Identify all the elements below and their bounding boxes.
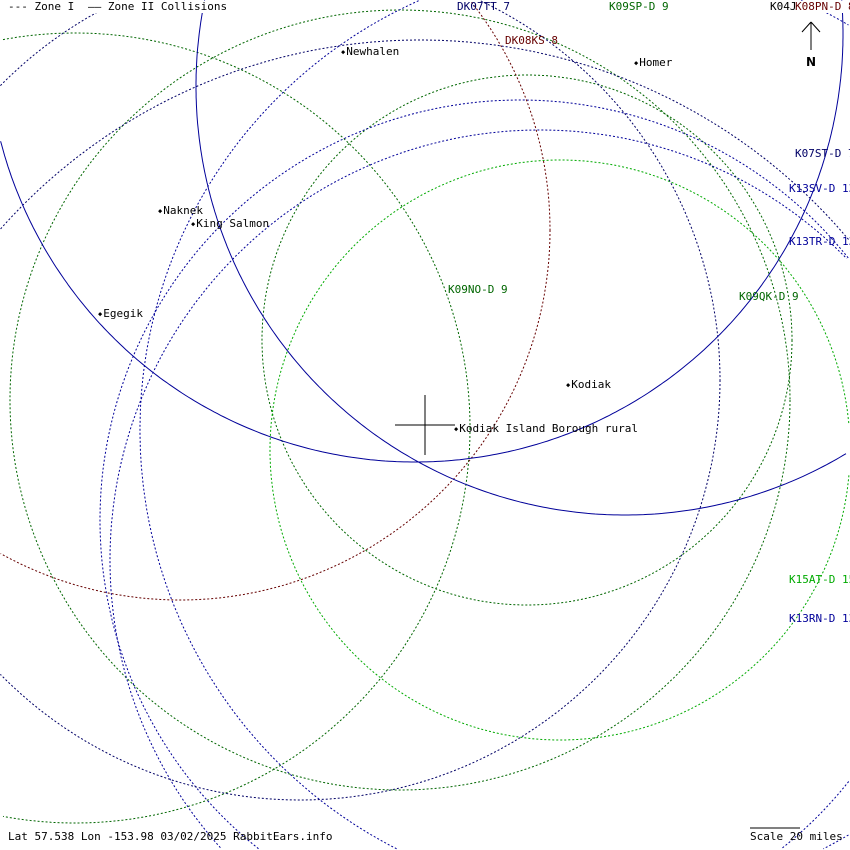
station-label[interactable]: K15AT-D 15 xyxy=(789,573,850,586)
station-label[interactable]: K13TR-D 13 xyxy=(789,235,850,248)
station-label[interactable]: K13SV-D 13 xyxy=(789,182,850,195)
station-label[interactable]: K09QK-D 9 xyxy=(739,290,799,303)
contour-k09no xyxy=(2,32,471,824)
footer-info: Lat 57.538 Lon -153.98 03/02/2025 Rabbit… xyxy=(8,830,333,843)
station-label[interactable]: DK08KS 8 xyxy=(505,34,558,47)
station-label[interactable]: K08PN-D 8 xyxy=(795,1,850,13)
contour-k09sp xyxy=(9,9,791,791)
scale-label: Scale 20 miles xyxy=(750,830,843,843)
north-label: N xyxy=(806,55,817,69)
town-label: Egegik xyxy=(98,308,143,320)
town-label: Kodiak xyxy=(566,379,611,391)
contour-dk07tt xyxy=(0,0,721,801)
town-label: Newhalen xyxy=(341,46,399,58)
station-label[interactable]: K07ST-D 7 xyxy=(795,147,850,160)
contour-k13tr xyxy=(99,99,850,850)
contour-k15at xyxy=(269,159,850,741)
collision-circle-b xyxy=(0,0,844,463)
contour-k09qk xyxy=(261,74,793,606)
town-label: Homer xyxy=(634,57,672,69)
station-label[interactable]: DK07TT 7 xyxy=(457,0,510,13)
legend-zone1: --- Zone I xyxy=(8,0,75,13)
station-label[interactable]: K04J xyxy=(770,0,797,13)
station-label[interactable]: K09SP-D 9 xyxy=(609,0,669,13)
station-label[interactable]: K13RN-D 13 xyxy=(789,612,850,625)
town-label: Kodiak Island Borough rural xyxy=(454,423,638,435)
contour-k13rn xyxy=(109,129,848,849)
north-arrow-icon xyxy=(801,21,821,50)
crosshair-icon xyxy=(395,395,455,455)
contour-dk08ks xyxy=(0,1,551,601)
collision-circle-a xyxy=(195,0,847,516)
station-label[interactable]: K09NO-D 9 xyxy=(448,283,508,296)
town-label: Naknek xyxy=(158,205,203,217)
contour-k07st xyxy=(0,39,850,241)
legend-zone2: —— Zone II Collisions xyxy=(88,0,228,13)
town-label: King Salmon xyxy=(191,218,269,230)
